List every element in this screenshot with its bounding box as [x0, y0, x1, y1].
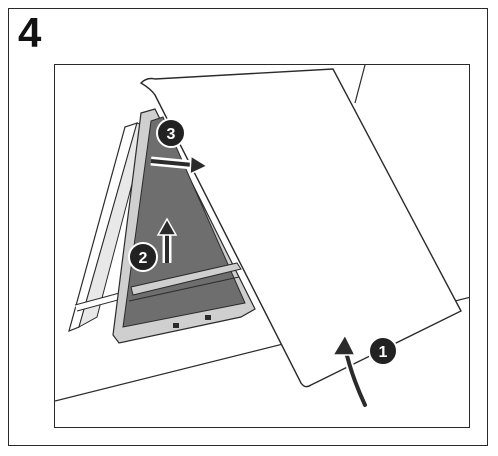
assembly-illustration: 1 2 3 [55, 65, 469, 409]
screen-foot-left [173, 323, 179, 328]
rotate-arrow-icon [331, 333, 369, 409]
callout-badge-3: 3 [156, 118, 186, 148]
diagram-panel: 1 2 3 [54, 64, 470, 428]
hinged-panel [139, 68, 462, 388]
callout-badge-1: 1 [368, 336, 398, 366]
callout-badge-2: 2 [128, 242, 158, 272]
wall-edge-line [354, 65, 366, 104]
svg-text:2: 2 [139, 250, 148, 267]
lift-arrow-icon [156, 217, 178, 263]
svg-text:1: 1 [379, 344, 388, 361]
slide-arrow-icon [150, 154, 209, 176]
screen-rail [130, 262, 242, 296]
svg-text:3: 3 [167, 126, 176, 143]
step-number: 4 [18, 9, 42, 56]
screen-rail-edge [128, 276, 240, 302]
screen-foot-right [205, 315, 211, 320]
